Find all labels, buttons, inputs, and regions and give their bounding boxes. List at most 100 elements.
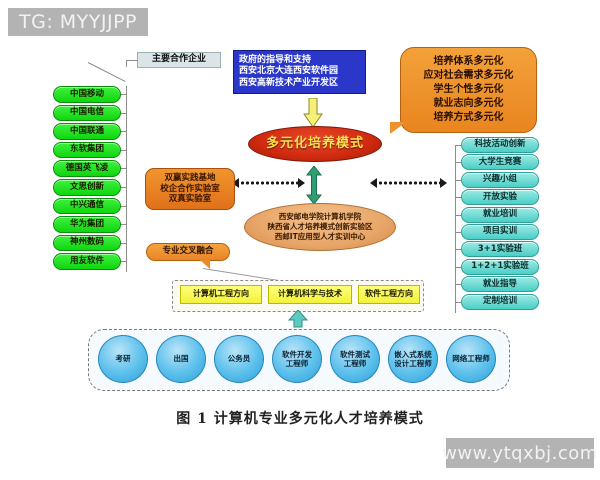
callout-tail-icon — [200, 260, 210, 269]
partner-item-7: 华为集团 — [53, 216, 121, 233]
partner-item-9: 用友软件 — [53, 253, 121, 270]
partner-item-1: 中国电信 — [53, 104, 121, 122]
partner-item-2-label: 中国联通 — [69, 125, 104, 136]
connector — [455, 162, 462, 163]
dotted-connector-right — [378, 180, 440, 186]
career-item-0-label: 考研 — [115, 354, 131, 364]
activity-item-5-label: 项目实训 — [482, 226, 517, 237]
career-item-6-label: 网络工程师 — [452, 354, 490, 364]
activity-item-3-label: 开放实验 — [482, 191, 517, 202]
lab-cooperation-box: 双赢实践基地 校企合作实验室 双真实验室 — [145, 168, 235, 210]
partner-item-4-label: 德国英飞凌 — [65, 163, 109, 174]
partner-item-8-label: 神州数码 — [69, 237, 104, 248]
connector — [126, 60, 127, 67]
activity-item-1: 大学生竞赛 — [461, 154, 539, 171]
activity-item-8-label: 就业指导 — [482, 278, 517, 289]
career-item-3-label: 软件开发 — [282, 349, 312, 359]
partner-item-9-label: 用友软件 — [69, 256, 104, 267]
right-arrow-icon — [298, 178, 305, 188]
cross-major-callout: 专业交叉融合 — [146, 243, 230, 261]
watermark-bottom: www.ytqxbj.com — [442, 438, 597, 468]
connector — [121, 224, 127, 225]
connector — [455, 145, 462, 146]
connector — [121, 113, 127, 114]
career-item-1-label: 出国 — [173, 354, 189, 364]
left-arrow-icon — [370, 178, 377, 188]
connector — [121, 243, 127, 244]
partner-spine — [126, 86, 127, 272]
activity-item-7: 1+2+1实验班 — [461, 258, 539, 275]
institute-ellipse: 西安邮电学院计算机学院 陕西省人才培养模式创新实验区 西邮IT应用型人才实训中心 — [244, 203, 396, 251]
direction-item-0-label: 计算机工程方向 — [193, 289, 249, 299]
career-item-1: 出国 — [156, 335, 206, 383]
activity-item-4: 就业培训 — [461, 206, 539, 223]
career-item-5-label: 嵌入式系统 — [394, 349, 432, 359]
up-arrow-icon — [287, 309, 309, 332]
career-item-4-label: 软件测试 — [340, 349, 370, 359]
left-arrow-icon — [232, 178, 239, 188]
connector — [455, 284, 462, 285]
connector — [121, 131, 127, 132]
career-item-4: 软件测试工程师 — [330, 335, 380, 383]
connector — [455, 215, 462, 216]
connector — [121, 187, 127, 188]
partners-header-label: 主要合作企业 — [137, 52, 221, 68]
activity-item-8: 就业指导 — [461, 276, 539, 293]
right-arrow-icon — [440, 178, 447, 188]
dotted-connector-left — [240, 180, 298, 186]
connector — [121, 150, 127, 151]
activity-item-1-label: 大学生竞赛 — [478, 156, 522, 167]
connector — [121, 206, 127, 207]
partner-item-5-label: 文思创新 — [69, 181, 104, 192]
direction-item-0: 计算机工程方向 — [180, 285, 262, 304]
watermark-top: TG: MYYJJPP — [8, 8, 148, 36]
vertical-double-arrow-icon — [305, 165, 323, 208]
connector — [455, 302, 462, 303]
connector — [455, 232, 462, 233]
activity-item-6: 3+1实验班 — [461, 241, 539, 258]
activity-item-2-label: 兴趣小组 — [482, 174, 517, 185]
connector — [455, 249, 462, 250]
direction-item-1: 计算机科学与技术 — [268, 285, 352, 304]
partner-item-7-label: 华为集团 — [69, 218, 104, 229]
activity-item-0: 科技活动创新 — [461, 137, 539, 153]
partner-item-6-label: 中兴通信 — [69, 200, 104, 211]
partner-item-4: 德国英飞凌 — [53, 160, 121, 177]
career-item-5-label: 设计工程师 — [394, 359, 432, 368]
connector — [121, 168, 127, 169]
connector — [455, 180, 462, 181]
activity-item-9: 定制培训 — [461, 293, 539, 310]
connector — [455, 197, 462, 198]
activity-spine — [455, 145, 456, 313]
career-item-6: 网络工程师 — [446, 335, 496, 383]
activity-item-0-label: 科技活动创新 — [474, 139, 526, 150]
partner-item-0-label: 中国移动 — [69, 88, 104, 99]
core-model-ellipse: 多元化培养模式 — [248, 126, 382, 162]
down-arrow-icon — [303, 97, 323, 132]
career-item-4-label: 工程师 — [343, 359, 367, 368]
bubble-tail-icon — [390, 122, 406, 134]
partner-item-2: 中国联通 — [53, 123, 121, 140]
connector — [126, 60, 138, 61]
activity-item-2: 兴趣小组 — [461, 171, 539, 188]
activity-item-4-label: 就业培训 — [482, 209, 517, 219]
direction-item-1-label: 计算机科学与技术 — [278, 289, 342, 299]
partner-item-3: 东软集团 — [53, 141, 121, 159]
government-support-box: 政府的指导和支持 西安北京大连西安软件园 西安高新技术产业开发区 — [233, 50, 366, 94]
figure-caption: 图 1 计算机专业多元化人才培养模式 — [176, 411, 424, 427]
direction-item-2: 软件工程方向 — [358, 285, 420, 304]
partner-item-0: 中国移动 — [53, 86, 121, 103]
connector-diagonal — [87, 62, 126, 83]
connector — [121, 261, 127, 262]
connector — [121, 94, 127, 95]
activity-item-5: 项目实训 — [461, 224, 539, 240]
career-item-3: 软件开发工程师 — [272, 335, 322, 383]
partner-item-8: 神州数码 — [53, 234, 121, 252]
career-item-0: 考研 — [98, 335, 148, 383]
direction-item-2-label: 软件工程方向 — [365, 289, 413, 299]
partner-item-5: 文思创新 — [53, 179, 121, 196]
activity-item-9-label: 定制培训 — [482, 296, 517, 306]
career-item-2-label: 公务员 — [227, 354, 251, 364]
partner-item-1-label: 中国电信 — [69, 107, 104, 118]
